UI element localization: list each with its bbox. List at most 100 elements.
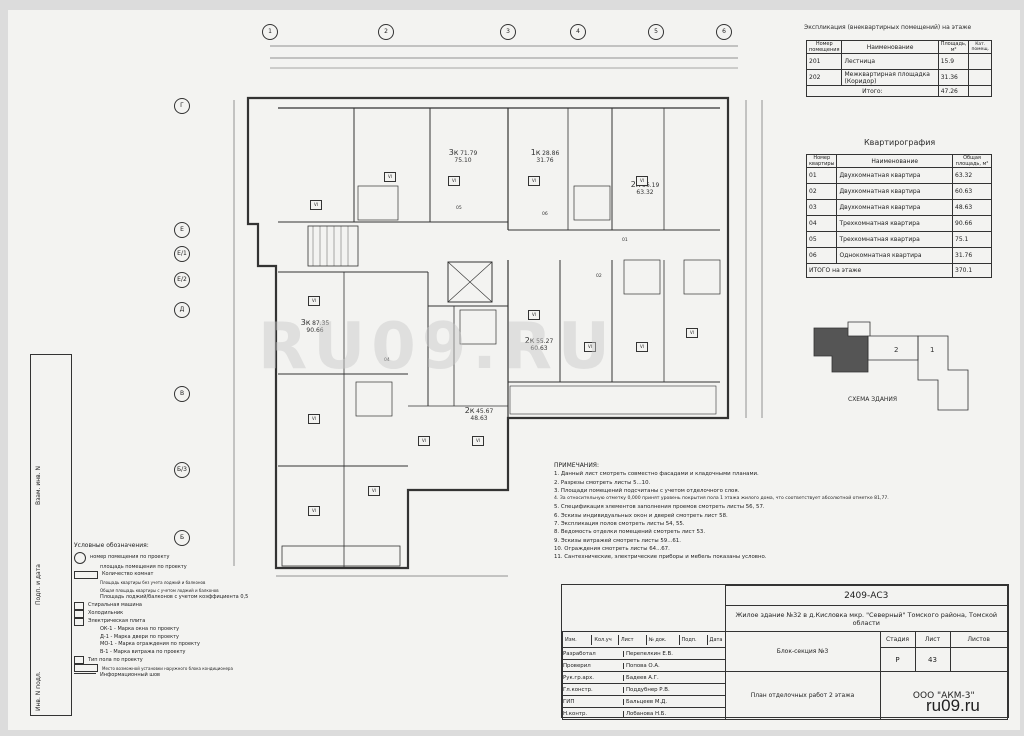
kvartirografia-table: Номер квартиры Наименование Общая площад… [805, 154, 992, 278]
stamp-person: Попова О.А. [626, 662, 660, 669]
table-cell: Межквартирная площадка (Коридор) [841, 69, 939, 86]
legend-item: Холодильник [88, 610, 124, 617]
axis-label-top: 3 [500, 24, 516, 40]
table-cell: 63.32 [952, 167, 992, 184]
legend-item: ОК-1 - Марка окна по проекту [100, 625, 180, 632]
axis-label-left: В [174, 386, 190, 402]
floor-type-marker: VI [308, 414, 320, 424]
table-cell: 75.1 [952, 231, 992, 248]
table-cell: 03 [805, 199, 838, 216]
stamp-head: Дата [709, 636, 723, 643]
stamp-object: Жилое здание №32 в д.Кисловка мкр. "Севе… [724, 605, 1008, 632]
axis-label-left: Б/3 [174, 462, 190, 478]
legend-item: МО-1 - Марка ограждения по проекту [100, 641, 200, 648]
apartment-number: 04 [384, 358, 390, 363]
stamp-cell [949, 647, 1008, 672]
floor-type-marker: VI [686, 328, 698, 338]
axis-label-top: 2 [378, 24, 394, 40]
scheme-label: СХЕМА ЗДАНИЯ [848, 396, 898, 403]
drawing-sheet: Инв. N подл. Подп. и дата Взам. инв. N [8, 10, 1020, 730]
stamp-sheet: 43 [914, 647, 951, 672]
stamp-role: Гл.констр. [563, 686, 624, 693]
table-cell: 04 [805, 215, 838, 232]
legend-item: площадь помещения по проекту [100, 563, 187, 570]
table-cell: Трехкомнатная квартира [836, 215, 953, 232]
axis-label-top: 5 [648, 24, 664, 40]
table-cell: 48.63 [952, 199, 992, 216]
legend-item: Д-1 - Марка двери по проекту [100, 633, 179, 640]
stamp-head: Изм. [563, 634, 593, 645]
floor-type-marker: VI [528, 310, 540, 320]
col-header: Наименование [836, 154, 953, 168]
legend-item: Место возможной установки наружного блок… [102, 665, 233, 671]
table-cell: 02 [805, 183, 838, 200]
table-cell: 06 [805, 247, 838, 264]
axis-label-top: 4 [570, 24, 586, 40]
stamp-cell: Рук.гр.арх.Бадеев А.Г. [562, 671, 726, 684]
table-cell: 201 [805, 53, 843, 70]
stamp-stage: Р [879, 647, 916, 672]
stamp-cell: Гл.констр.Поддубнер Р.В. [562, 683, 726, 696]
apartment-number: 02 [596, 274, 602, 279]
stamp-role: Разработал [563, 650, 624, 657]
explication-title: Экспликация (внеквартирных помещений) на… [804, 24, 972, 31]
notes-title: ПРИМЕЧАНИЯ: [554, 462, 599, 469]
notes-block: ПРИМЕЧАНИЯ: 1. Данный лист смотреть совм… [554, 462, 889, 562]
svg-text:2: 2 [894, 346, 898, 354]
table-cell: Двухкомнатная квартира [836, 183, 953, 200]
watermark: RU09.RU [258, 310, 616, 384]
kvartirografia-title: Квартирография [864, 138, 936, 147]
floor-type-marker: VI [472, 436, 484, 446]
table-cell: 202 [805, 69, 843, 86]
floor-type-marker: VI [384, 172, 396, 182]
axis-label-left: Г [174, 98, 190, 114]
table-cell: 31.36 [937, 69, 970, 86]
floor-type-marker: VI [584, 342, 596, 352]
note-item: 7. Экспликация полов смотреть листы 54, … [554, 521, 685, 528]
note-item: 1. Данный лист смотреть совместно фасада… [554, 471, 759, 478]
stamp-person: Поддубнер Р.В. [626, 686, 670, 693]
side-stamp: Инв. N подл. Подп. и дата Взам. инв. N [30, 354, 72, 716]
stamp-head: № док. [646, 634, 680, 645]
table-cell: 31.76 [952, 247, 992, 264]
axis-label-left: Е/1 [174, 246, 190, 262]
note-item: 4. За относительную отметку 0,000 принят… [554, 496, 889, 502]
col-header: Площадь, м² [937, 40, 970, 54]
legend-item: Информационный шов [100, 672, 160, 679]
stamp-stage-label: Стадия [879, 631, 916, 648]
floor-type-marker: VI [528, 176, 540, 186]
stamp-head: Подп. [679, 634, 708, 645]
stamp-cell [562, 585, 726, 632]
table-cell [968, 85, 992, 97]
apartment-number: 05 [456, 206, 462, 211]
stamp-role: Проверил [563, 662, 624, 669]
svg-text:1: 1 [930, 346, 934, 354]
legend-item: Общая площадь квартиры с учетом лоджий и… [100, 587, 219, 593]
table-cell: Лестница [841, 53, 939, 70]
axis-label-left: Е [174, 222, 190, 238]
floor-type-marker: VI [418, 436, 430, 446]
table-cell: ИТОГО на этаже [806, 263, 953, 278]
stamp-head: Лист [618, 634, 647, 645]
legend-block: Условные обозначения: номер помещения по… [74, 542, 274, 680]
stamp-cell: Н.контр.Лобанова Н.Б. [562, 707, 726, 720]
floor-plan-drawing [233, 45, 763, 577]
stamp-section: Блок-секция №3 [724, 631, 881, 672]
stamp-sheet-title: План отделочных работ 2 этажа [724, 671, 881, 720]
floor-type-marker: VI [448, 176, 460, 186]
note-item: 10. Ограждения смотреть листы 64...67. [554, 545, 670, 552]
building-scheme-diagram: 2 1 [813, 321, 969, 411]
title-block: 2409-АС3 Жилое здание №32 в д.Кисловка м… [561, 584, 1009, 720]
floor-type-marker: VI [308, 506, 320, 516]
table-cell: 90.66 [952, 215, 992, 232]
table-cell: 01 [805, 167, 838, 184]
legend-item: Стиральная машина [88, 602, 142, 609]
legend-item: В-1 - Марка витража по проекту [100, 648, 186, 655]
stamp-sheets-label: Листов [949, 631, 1008, 648]
floor-type-marker: VI [310, 200, 322, 210]
